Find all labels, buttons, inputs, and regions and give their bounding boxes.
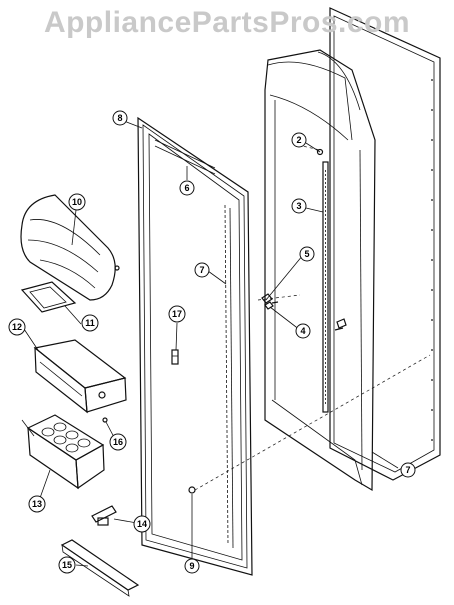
assembly-guide-lines <box>194 144 431 491</box>
callout-label: 6 <box>184 183 189 193</box>
callout-11: 11 <box>81 314 99 332</box>
callout-2: 2 <box>291 132 307 148</box>
callout-label: 17 <box>172 309 182 319</box>
trim-strip <box>60 539 140 597</box>
callout-15: 15 <box>58 556 76 574</box>
callout-label: 4 <box>300 326 305 336</box>
callout-4: 4 <box>295 323 311 339</box>
callout-label: 7 <box>199 265 204 275</box>
callout-9: 9 <box>184 558 200 574</box>
leader-lines <box>21 120 399 567</box>
callout-5: 5 <box>299 246 315 262</box>
door-shelf-bin <box>33 339 127 414</box>
callout-13: 13 <box>28 495 46 513</box>
callout-10: 10 <box>68 193 86 211</box>
watermark: AppliancePartsPros.com <box>43 6 411 39</box>
callout-label: 5 <box>304 249 309 259</box>
inner-door-liner <box>264 49 376 492</box>
callout-label: 2 <box>296 135 301 145</box>
callout-label: 12 <box>12 322 22 332</box>
trim-bracket <box>91 505 117 526</box>
dairy-door-cover <box>20 194 120 301</box>
door-shelf-rail <box>322 161 329 413</box>
callout-label: 11 <box>85 318 95 328</box>
callout-label: 10 <box>72 197 82 207</box>
callout-label: 8 <box>117 113 122 123</box>
callout-label: 9 <box>189 561 194 571</box>
callout-label: 15 <box>62 560 72 570</box>
callout-label: 14 <box>137 519 147 529</box>
callout-7-outer: 7 <box>400 462 416 478</box>
callout-16: 16 <box>109 433 127 451</box>
inner-door-panel <box>137 116 253 576</box>
callout-3: 3 <box>291 198 307 214</box>
outer-door-panel <box>329 7 441 481</box>
callout-label: 7 <box>405 465 410 475</box>
callout-label: 16 <box>113 437 123 447</box>
callout-7-gasket: 7 <box>194 262 210 278</box>
screw-parts <box>102 148 347 494</box>
callout-label: 3 <box>296 201 301 211</box>
egg-tray-bin <box>26 414 105 490</box>
callout-6: 6 <box>179 180 195 196</box>
callout-label: 13 <box>32 499 42 509</box>
dairy-door-hinge <box>20 281 77 313</box>
egg-cups <box>41 422 91 453</box>
callout-17: 17 <box>168 305 186 323</box>
callout-14: 14 <box>133 515 151 533</box>
outer-panel-rivets <box>431 79 433 441</box>
callout-8: 8 <box>112 110 128 126</box>
door-clip <box>171 349 179 365</box>
callout-12: 12 <box>8 318 26 336</box>
